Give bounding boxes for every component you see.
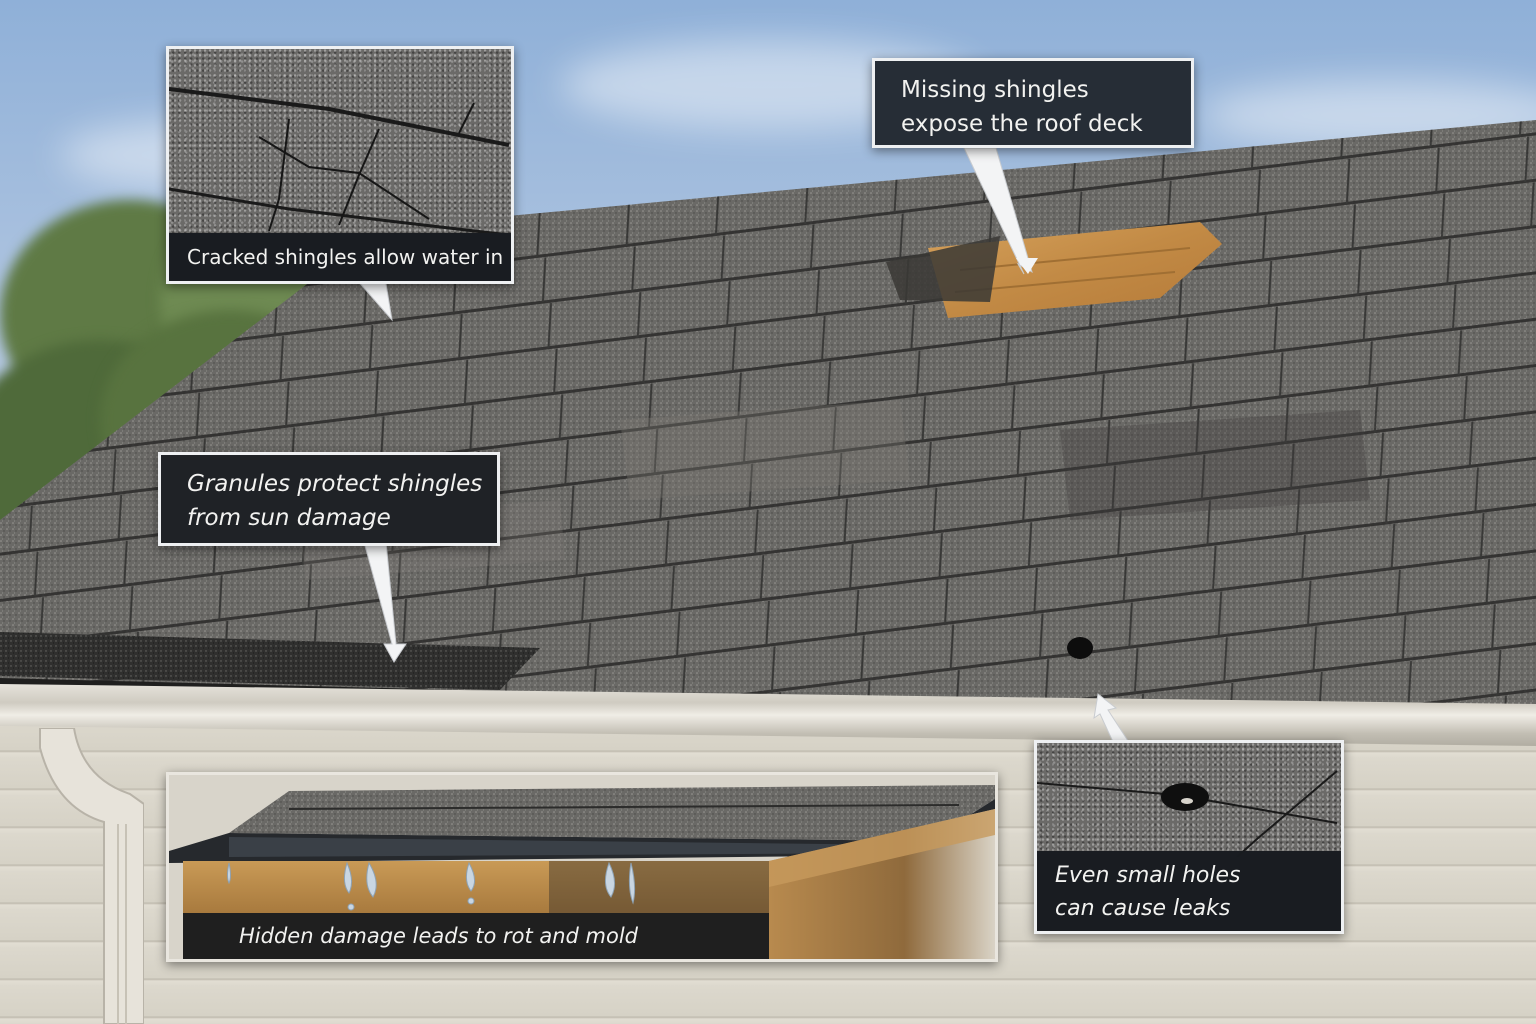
- callout-caption: Hidden damage leads to rot and mold: [183, 913, 769, 959]
- callout-text-line-1: Missing shingles: [901, 77, 1089, 103]
- downspout: [39, 728, 144, 1024]
- pointer-arrow-missing: [963, 147, 1038, 275]
- caption-text: Hidden damage leads to rot and mold: [239, 924, 639, 948]
- callout-missing-shingles: Missing shingles expose the roof deck: [872, 58, 1194, 148]
- callout-text-line-2: expose the roof deck: [901, 111, 1143, 137]
- water-drips: [227, 861, 636, 921]
- callout-cracked-shingles: Cracked shingles allow water in: [166, 46, 514, 284]
- callout-caption: Even small holes can cause leaks: [1037, 851, 1341, 931]
- hole-in-shingle: [1067, 637, 1093, 659]
- callout-hidden-damage: Hidden damage leads to rot and mold: [166, 772, 998, 962]
- hole-detail: [1037, 770, 1338, 857]
- exposed-roof-deck: [928, 222, 1222, 318]
- pointer-arrow-holes: [1093, 693, 1131, 745]
- cutaway-illustration: [169, 785, 995, 959]
- callout-small-holes: Even small holes can cause leaks: [1034, 740, 1344, 934]
- callout-text-line-2: from sun damage: [187, 505, 391, 531]
- callout-text: Granules protect shingles from sun damag…: [187, 467, 482, 535]
- pointer-arrow-granules: [363, 541, 407, 663]
- hole-inset-photo: [1037, 743, 1341, 857]
- callout-granules: Granules protect shingles from sun damag…: [158, 452, 500, 546]
- caption-line-2: can cause leaks: [1055, 896, 1231, 921]
- callout-caption: Cracked shingles allow water in: [169, 233, 511, 281]
- caption-line-1: Even small holes: [1055, 863, 1241, 888]
- crack-lines: [169, 87, 510, 233]
- cracked-shingle-inset-photo: [169, 49, 511, 233]
- caption-text: Cracked shingles allow water in: [187, 245, 504, 269]
- callout-text-line-1: Granules protect shingles: [187, 471, 483, 497]
- callout-text: Missing shingles expose the roof deck: [901, 73, 1143, 141]
